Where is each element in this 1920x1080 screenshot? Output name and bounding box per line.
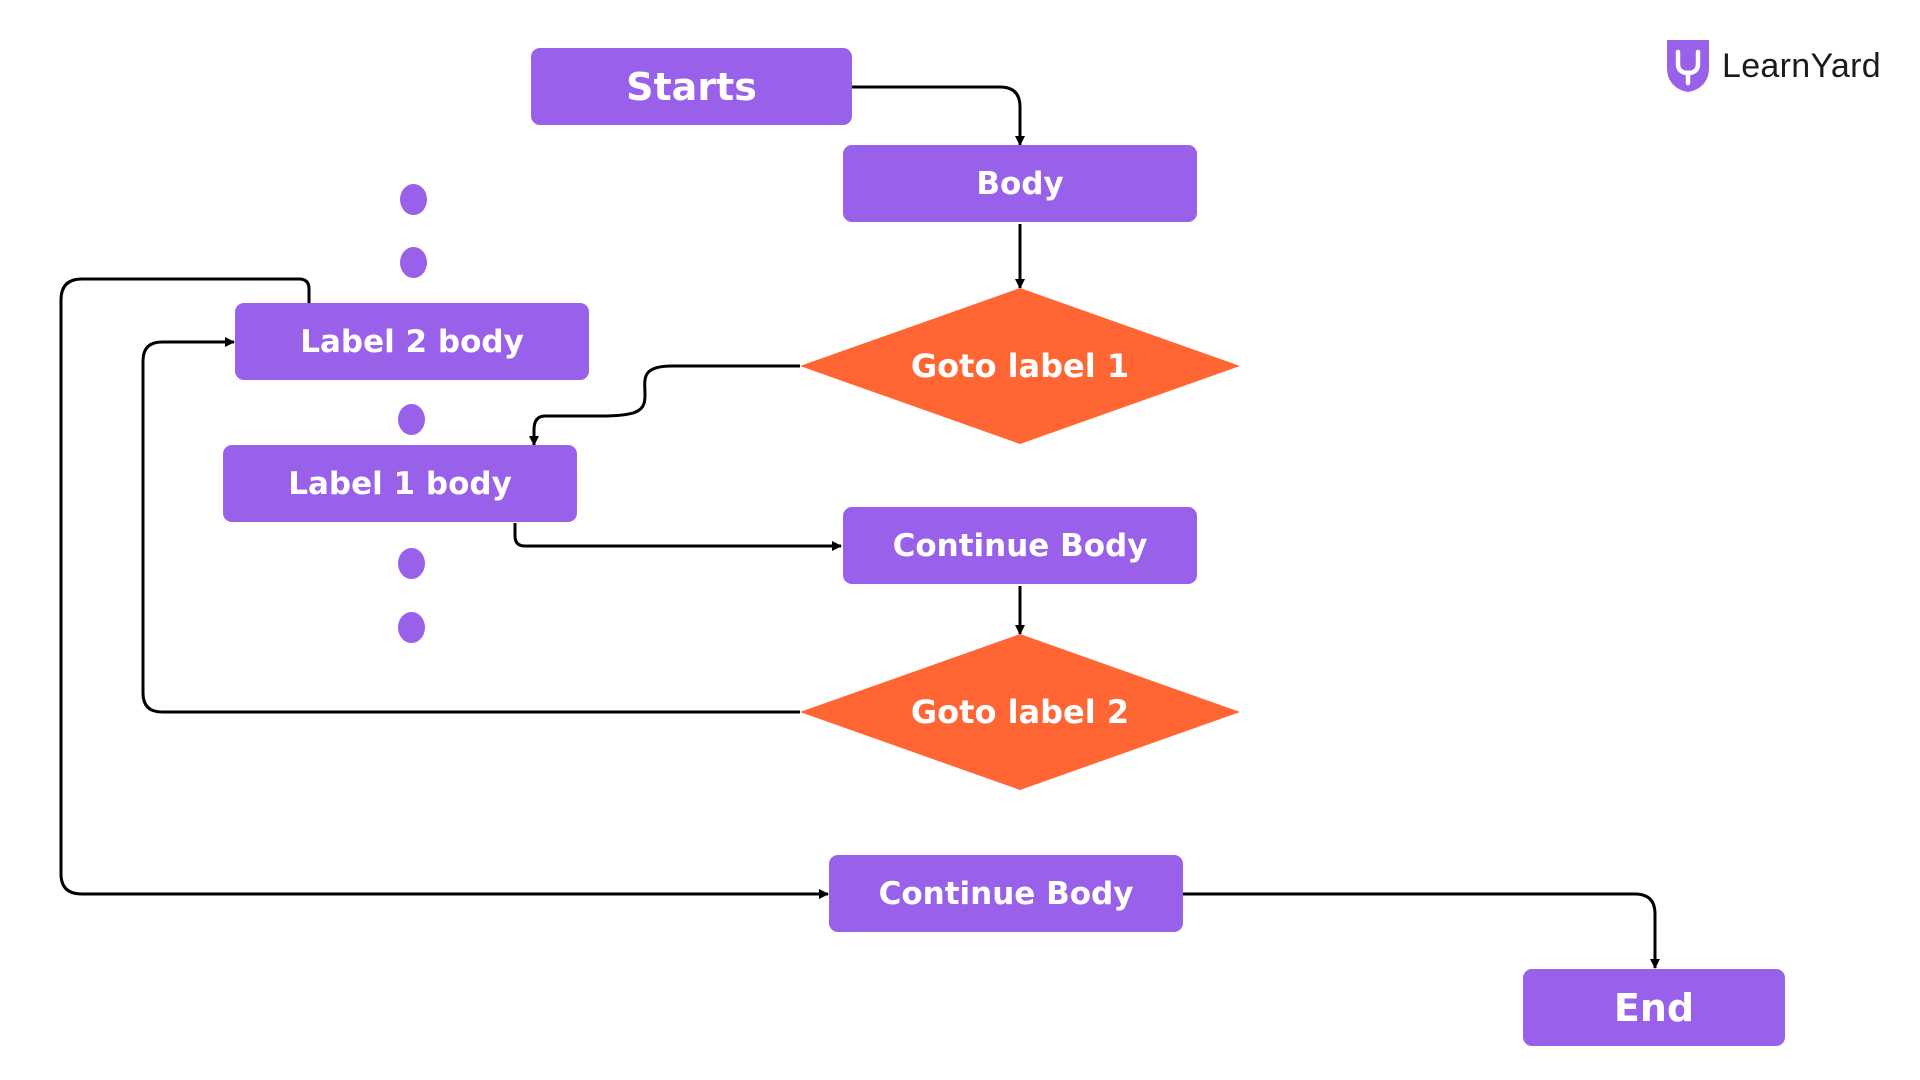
- brand-name: LearnYard: [1722, 46, 1881, 85]
- ellipsis-dot: [398, 612, 425, 643]
- edge-label2-to-continue2: [59, 277, 829, 899]
- ellipsis-dot: [398, 548, 425, 579]
- ellipsis-dot: [400, 247, 427, 278]
- end-node: End: [1523, 969, 1785, 1046]
- continue-body-node-2: Continue Body: [829, 855, 1183, 932]
- learnyard-logo: LearnYard: [1664, 38, 1881, 94]
- edge-starts-to-body: [852, 85, 1025, 146]
- learnyard-shield-logo-icon: [1667, 40, 1709, 92]
- ellipsis-dot: [400, 184, 427, 215]
- label-2-body-node: Label 2 body: [235, 303, 589, 380]
- ellipsis-dot: [398, 404, 425, 435]
- edge-continue2-to-end: [1182, 892, 1660, 969]
- edge-label1-to-continue1: [513, 523, 842, 551]
- edge-goto1-to-label1: [529, 364, 800, 446]
- start-node: Starts: [531, 48, 852, 125]
- edge-goto2-to-label2: [141, 337, 800, 714]
- body-node: Body: [843, 145, 1197, 222]
- continue-body-node-1: Continue Body: [843, 507, 1197, 584]
- label-1-body-node: Label 1 body: [223, 445, 577, 522]
